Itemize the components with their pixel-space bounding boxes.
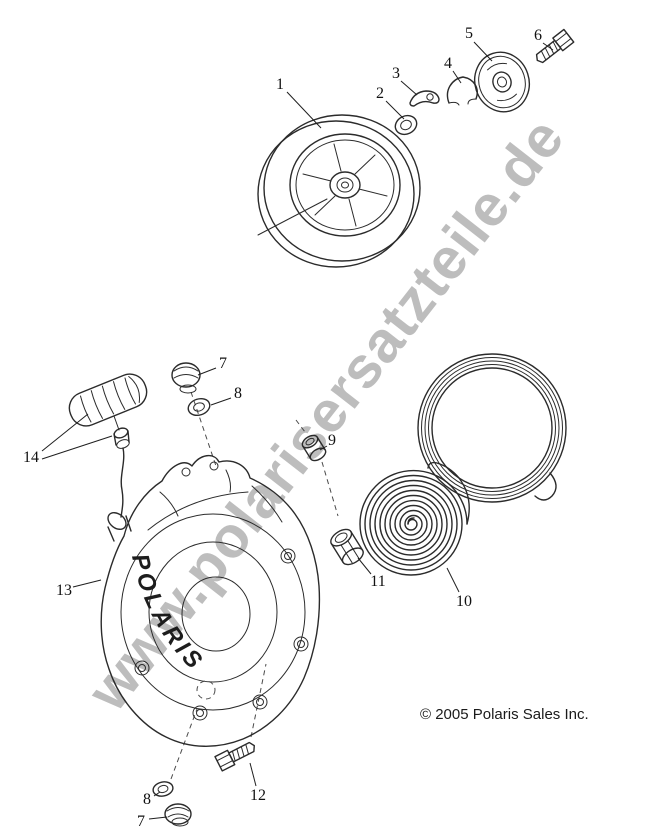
- leader-line-13: [72, 579, 102, 588]
- callout-13: 13: [56, 582, 72, 599]
- callout-2: 2: [376, 85, 384, 102]
- washer-small: [394, 114, 418, 136]
- leader-line-2: [385, 100, 405, 120]
- leader-lines: [41, 41, 554, 820]
- copyright-notice: © 2005 Polaris Sales Inc.: [420, 706, 589, 723]
- callout-9: 9: [328, 432, 336, 449]
- callout-8-top: 8: [234, 385, 242, 402]
- starter-rope: [120, 447, 125, 518]
- callout-3: 3: [392, 65, 400, 82]
- washer-bottom: [152, 781, 174, 797]
- callout-5: 5: [465, 25, 473, 42]
- starter-handle: [68, 373, 148, 518]
- callout-11: 11: [370, 573, 385, 590]
- callout-4: 4: [444, 55, 452, 72]
- leader-line-3: [400, 80, 418, 96]
- pawl-spring-clip: [446, 76, 478, 106]
- leader-line-1: [286, 91, 322, 129]
- handle-cap-bottom: [164, 803, 192, 827]
- callout-8-bottom: 8: [143, 791, 151, 808]
- leader-line-14a: [41, 413, 89, 452]
- callout-labels: 1 2 3 4 5 6 7 8 9 10 11 12 13 14 7 8: [23, 25, 542, 828]
- leader-line-8-bottom: [153, 791, 161, 797]
- recoil-spring: [359, 461, 470, 576]
- callout-10: 10: [456, 593, 472, 610]
- spring-retainer-ring: [417, 353, 567, 503]
- callout-7-top: 7: [219, 355, 227, 372]
- callout-6: 6: [534, 27, 542, 44]
- bushing: [301, 434, 327, 462]
- housing-logo-text: POLARIS: [126, 551, 206, 677]
- mounting-bolt: [214, 737, 259, 772]
- leader-line-10: [446, 567, 460, 593]
- leader-line-7-bottom: [148, 816, 168, 820]
- rope-anchor: [113, 427, 130, 449]
- handle-cap-top: [171, 362, 201, 394]
- leader-line-7-top: [197, 367, 217, 376]
- leader-line-5: [473, 41, 493, 62]
- callout-12: 12: [250, 787, 266, 804]
- spacer-bushing: [330, 528, 364, 566]
- leader-line-14b: [41, 435, 113, 460]
- assembly-axis-lines: [170, 198, 339, 780]
- housing-logo: POLARIS: [126, 551, 210, 677]
- leader-line-6: [542, 42, 554, 51]
- callout-1: 1: [276, 76, 284, 93]
- housing-bolt-bosses: [134, 548, 309, 721]
- callout-7-bottom: 7: [137, 813, 145, 828]
- washer-top: [187, 397, 211, 417]
- callout-14: 14: [23, 449, 39, 466]
- friction-plate: [473, 51, 531, 113]
- recoil-housing: POLARIS: [100, 455, 321, 747]
- leader-line-8-top: [210, 397, 232, 406]
- leader-line-9: [319, 445, 328, 451]
- leader-line-4: [452, 70, 462, 84]
- leader-line-12: [249, 762, 257, 787]
- starter-pawl: [409, 90, 440, 107]
- leader-line-11: [357, 557, 372, 575]
- recoil-pulley: [257, 114, 421, 268]
